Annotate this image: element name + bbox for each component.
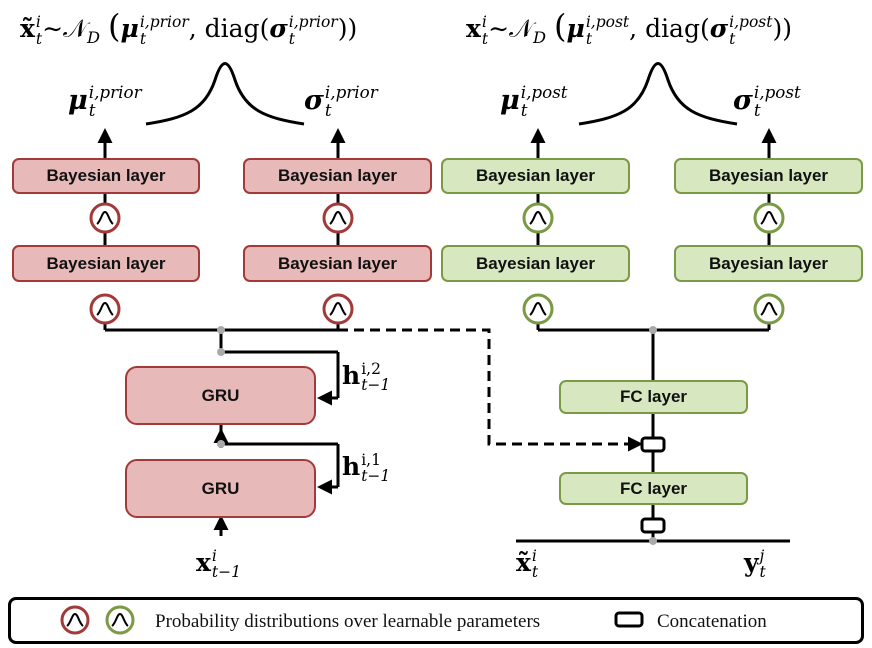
prob-dist-icon-prior [322,293,354,325]
bayesian-layer-mu-prior-top: Bayesian layer [12,158,200,194]
prob-dist-icon-prior [89,293,121,325]
layer-label: GRU [201,478,240,498]
layer-label: FC layer [619,478,688,498]
junction-dot [217,326,225,334]
legend-box: Probability distributions over learnable… [8,597,864,644]
layer-label: Bayesian layer [46,166,166,185]
prob-dist-icon-prior [322,202,354,234]
prob-dist-icon-prior [89,202,121,234]
gru-block-upper: GRU [125,366,316,425]
bayesian-layer-sigma-prior-top: Bayesian layer [243,158,432,194]
bayesian-layer-sigma-post-bottom: Bayesian layer [674,245,863,282]
junction-dot [217,348,225,356]
bayesian-layer-mu-prior-bottom: Bayesian layer [12,245,200,282]
legend-concat-text: Concatenation [657,611,767,632]
layer-label: FC layer [619,387,688,406]
layer-label: Bayesian layer [46,253,166,273]
bayesian-layer-mu-post-top: Bayesian layer [441,158,630,194]
layer-label: Bayesian layer [277,166,398,185]
legend-concat-symbol [614,611,644,628]
post-gaussian-curve [578,62,738,126]
bayesian-layer-mu-post-bottom: Bayesian layer [441,245,630,282]
fc-layer-upper: FC layer [559,380,748,414]
junction-dot [217,440,225,448]
concat-symbol-lower [640,517,666,534]
layer-label: Bayesian layer [475,253,596,273]
prob-dist-icon-post [753,202,785,234]
gru-block-lower: GRU [125,459,316,518]
layer-label: Bayesian layer [708,253,829,273]
junction-dot [649,326,657,334]
fc-layer-lower: FC layer [559,472,748,505]
legend-prob-text: Probability distributions over learnable… [155,611,541,632]
prob-dist-icon-post [522,202,554,234]
bayesian-layer-sigma-post-top: Bayesian layer [674,158,863,194]
bayesian-layer-sigma-prior-bottom: Bayesian layer [243,245,432,282]
layer-label: Bayesian layer [708,166,829,185]
prior-gaussian-curve [145,62,305,126]
layer-label: Bayesian layer [277,253,398,273]
layer-label: GRU [201,385,240,405]
prob-dist-icon-post [522,293,554,325]
legend-prob-dist-icon-prior [60,605,90,635]
junction-dot [649,537,657,545]
layer-label: Bayesian layer [475,166,596,185]
legend-prob-dist-icon-post [105,605,135,635]
concat-symbol-upper [640,436,666,453]
prior-to-post-dashed-line [338,328,643,452]
prob-dist-icon-post [753,293,785,325]
